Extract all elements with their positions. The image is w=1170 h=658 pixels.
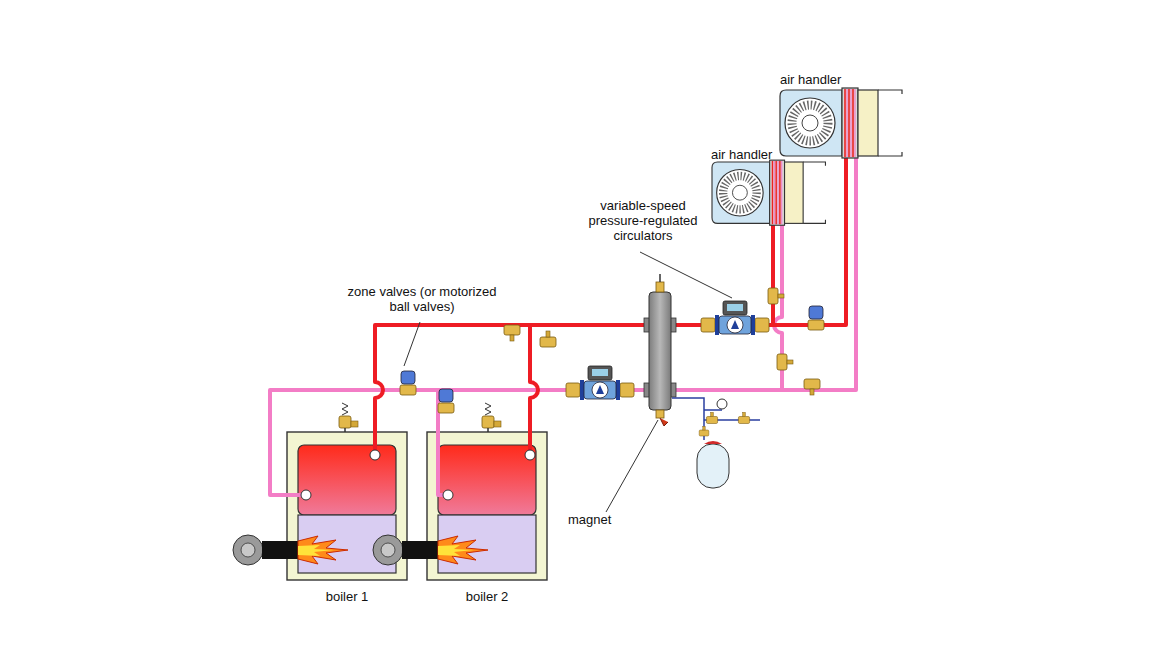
boiler-1-drawing: [298, 536, 348, 564]
supply-piping: [375, 325, 648, 455]
boiler-1-drawing: [298, 445, 396, 515]
callout-text: variable-speed pressure-regulated circul…: [580, 198, 706, 243]
boiler-node: boiler 2: [427, 432, 547, 610]
boiler-2-drawing: [373, 432, 547, 580]
supply-piping: [771, 224, 775, 325]
boiler-2-drawing: [381, 543, 395, 557]
expansion-tank-assembly: [706, 412, 717, 423]
boiler-2-drawing: [427, 432, 547, 580]
supply-piping: [530, 325, 538, 455]
return-piping: [672, 156, 856, 390]
hydronic-illustration: [482, 403, 501, 428]
air-handler-label: air handler: [780, 72, 841, 87]
hydronic-illustration: [540, 331, 556, 347]
hydronic-illustration: [768, 288, 784, 304]
boiler-1-drawing: [233, 432, 407, 580]
hydraulic-separator: [649, 292, 671, 410]
boiler-1-drawing: [241, 543, 255, 557]
boiler-node: boiler 1: [287, 432, 407, 610]
boiler-2-drawing: [438, 536, 488, 564]
leader-lines: [404, 322, 420, 366]
hydronic-illustration: [339, 403, 358, 428]
hydraulic-separator: [656, 410, 664, 418]
relief-pipe: [345, 428, 488, 432]
expansion-tank-assembly: [699, 426, 709, 436]
expansion-tank-assembly: [672, 398, 760, 488]
hydraulic-separator: [660, 418, 668, 426]
hydronic-illustration: [804, 379, 820, 395]
boiler-1-drawing: [262, 541, 298, 559]
air-handler-node: air handler: [709, 145, 829, 227]
boiler-2-drawing: [402, 541, 438, 559]
return-piping: [270, 390, 648, 495]
hydronic-illustration: [777, 354, 793, 370]
boiler-2-drawing: [438, 545, 474, 556]
expansion-tank-assembly: [704, 441, 722, 444]
air-handler-2-drawing: [712, 160, 825, 225]
air-handler-1-drawing: [780, 88, 902, 158]
expansion-tank-assembly: [697, 444, 729, 488]
boiler-inlet: [443, 490, 453, 500]
return-piping: [270, 156, 856, 495]
leader-lines: [640, 252, 732, 298]
boiler-2-drawing: [373, 535, 403, 565]
boiler-1-drawing: [233, 535, 263, 565]
air-handler-node: air handler: [778, 70, 906, 160]
air-handler-label: air handler: [711, 147, 772, 162]
hydraulic-separator: [644, 274, 676, 426]
boiler-outlet: [525, 450, 535, 460]
callout-text: magnet: [568, 512, 628, 527]
hydronic-illustration: [438, 389, 454, 413]
boiler-1-drawing: [287, 432, 407, 580]
hydronic-illustration: [808, 306, 824, 330]
boiler-outlet: [370, 450, 380, 460]
boiler-label: boiler 1: [326, 589, 369, 604]
hydraulic-separator: [659, 274, 661, 282]
boiler-2-drawing: [438, 515, 536, 573]
callout-text: zone valves (or motorized ball valves): [338, 284, 506, 314]
hydronic-illustration: [504, 325, 520, 341]
hydraulic-separator: [656, 282, 664, 292]
expansion-tank-assembly: [738, 412, 749, 423]
expansion-tank-assembly: [717, 399, 727, 409]
leader-lines: [606, 420, 658, 512]
boiler-inlet: [301, 490, 311, 500]
hydronic-illustration: [701, 301, 769, 335]
boiler-label: boiler 2: [466, 589, 509, 604]
supply-piping: [672, 156, 846, 325]
hydronic-illustration: [566, 366, 634, 400]
hydronic-illustration: [400, 371, 416, 395]
boiler-2-drawing: [438, 445, 536, 515]
boiler-1-drawing: [298, 545, 334, 556]
